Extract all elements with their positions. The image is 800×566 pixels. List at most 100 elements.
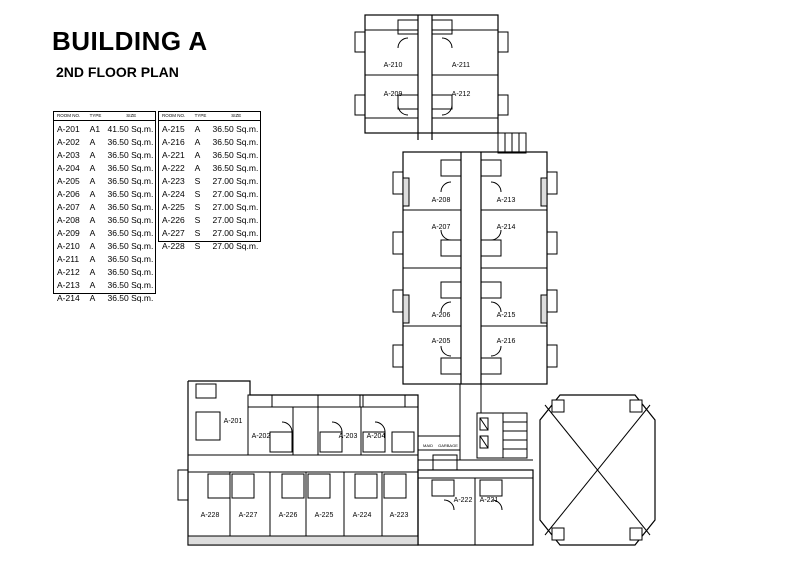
room-label: A-204 — [367, 433, 386, 440]
room-number: A-227 — [162, 228, 185, 238]
room-size: 27.00 Sq.m. — [212, 228, 259, 238]
room-label: A-216 — [497, 338, 516, 345]
room-label: A-223 — [390, 512, 409, 519]
room-size: 36.50 Sq.m. — [107, 267, 154, 277]
room-size: 36.50 Sq.m. — [107, 189, 154, 199]
room-type: A — [89, 202, 96, 212]
room-size: 36.50 Sq.m. — [107, 163, 154, 173]
room-size: 27.00 Sq.m. — [212, 189, 259, 199]
header-type: TYPE — [89, 113, 102, 118]
room-type: S — [194, 241, 201, 251]
maid-room-label: MAID — [423, 443, 433, 448]
room-number: A-205 — [57, 176, 80, 186]
room-type: S — [194, 228, 201, 238]
room-size: 36.50 Sq.m. — [212, 163, 259, 173]
room-label: A-201 — [224, 418, 243, 425]
plan-title: BUILDING A — [52, 26, 208, 56]
room-type: A — [89, 254, 96, 264]
room-size: 36.50 Sq.m. — [107, 241, 154, 251]
room-type: A — [89, 150, 96, 160]
room-label: A-210 — [384, 62, 403, 69]
room-label: A-202 — [252, 433, 271, 440]
room-size: 36.50 Sq.m. — [107, 293, 154, 303]
southwest-wing — [177, 380, 419, 546]
room-type: A — [89, 189, 96, 199]
room-number: A-226 — [162, 215, 185, 225]
room-label: A-211 — [452, 62, 470, 69]
room-type: S — [194, 176, 201, 186]
room-label: A-209 — [384, 91, 403, 98]
room-label: A-215 — [497, 312, 516, 319]
room-label: A-225 — [315, 512, 334, 519]
room-type: A — [194, 163, 201, 173]
room-type: A1 — [89, 124, 101, 134]
room-label: A-221 — [480, 497, 499, 504]
room-number: A-208 — [57, 215, 80, 225]
room-label: A-214 — [497, 224, 516, 231]
room-number: A-228 — [162, 241, 185, 251]
room-number: A-221 — [162, 150, 185, 160]
room-type: A — [89, 241, 96, 251]
room-type: A — [89, 293, 96, 303]
room-label: A-205 — [432, 338, 451, 345]
schedule-row: A-204 A 36.50 Sq.m. — [54, 162, 155, 175]
room-size: 27.00 Sq.m. — [212, 241, 259, 251]
room-number: A-202 — [57, 137, 80, 147]
header-size: SIZE — [231, 113, 242, 118]
header-room: ROOM NO. — [57, 113, 81, 118]
room-type: A — [89, 137, 96, 147]
central-wing — [392, 151, 558, 385]
room-number: A-211 — [57, 254, 80, 264]
room-number: A-224 — [162, 189, 185, 199]
room-type: A — [89, 176, 96, 186]
room-size: 36.50 Sq.m. — [212, 124, 259, 134]
schedule-header: ROOM NO. TYPE SIZE — [159, 112, 260, 121]
south-center — [417, 384, 534, 546]
room-number: A-225 — [162, 202, 185, 212]
header-size: SIZE — [126, 113, 137, 118]
room-number: A-204 — [57, 163, 80, 173]
room-label: A-222 — [454, 497, 473, 504]
header-room: ROOM NO. — [162, 113, 186, 118]
room-size: 36.50 Sq.m. — [107, 202, 154, 212]
room-number: A-215 — [162, 124, 185, 134]
room-label: A-212 — [452, 91, 471, 98]
room-size: 36.50 Sq.m. — [107, 137, 154, 147]
room-size: 36.50 Sq.m. — [107, 254, 154, 264]
room-size: 36.50 Sq.m. — [107, 176, 154, 186]
north-wing — [354, 14, 527, 154]
room-type: A — [89, 163, 96, 173]
service-labels: MAID GARBAGE — [423, 443, 458, 448]
room-number: A-206 — [57, 189, 80, 199]
room-number: A-212 — [57, 267, 80, 277]
room-size: 36.50 Sq.m. — [107, 280, 154, 290]
room-size: 36.50 Sq.m. — [107, 150, 154, 160]
room-type: A — [89, 215, 96, 225]
core-stairs — [476, 412, 528, 459]
schedule-row: A-227 S 27.00 Sq.m. — [159, 227, 260, 240]
room-label: A-213 — [497, 197, 516, 204]
plan-subtitle: 2ND FLOOR PLAN — [56, 64, 179, 80]
room-label: A-208 — [432, 197, 451, 204]
room-type: A — [89, 228, 96, 238]
room-type: S — [194, 215, 201, 225]
room-label: A-203 — [339, 433, 358, 440]
